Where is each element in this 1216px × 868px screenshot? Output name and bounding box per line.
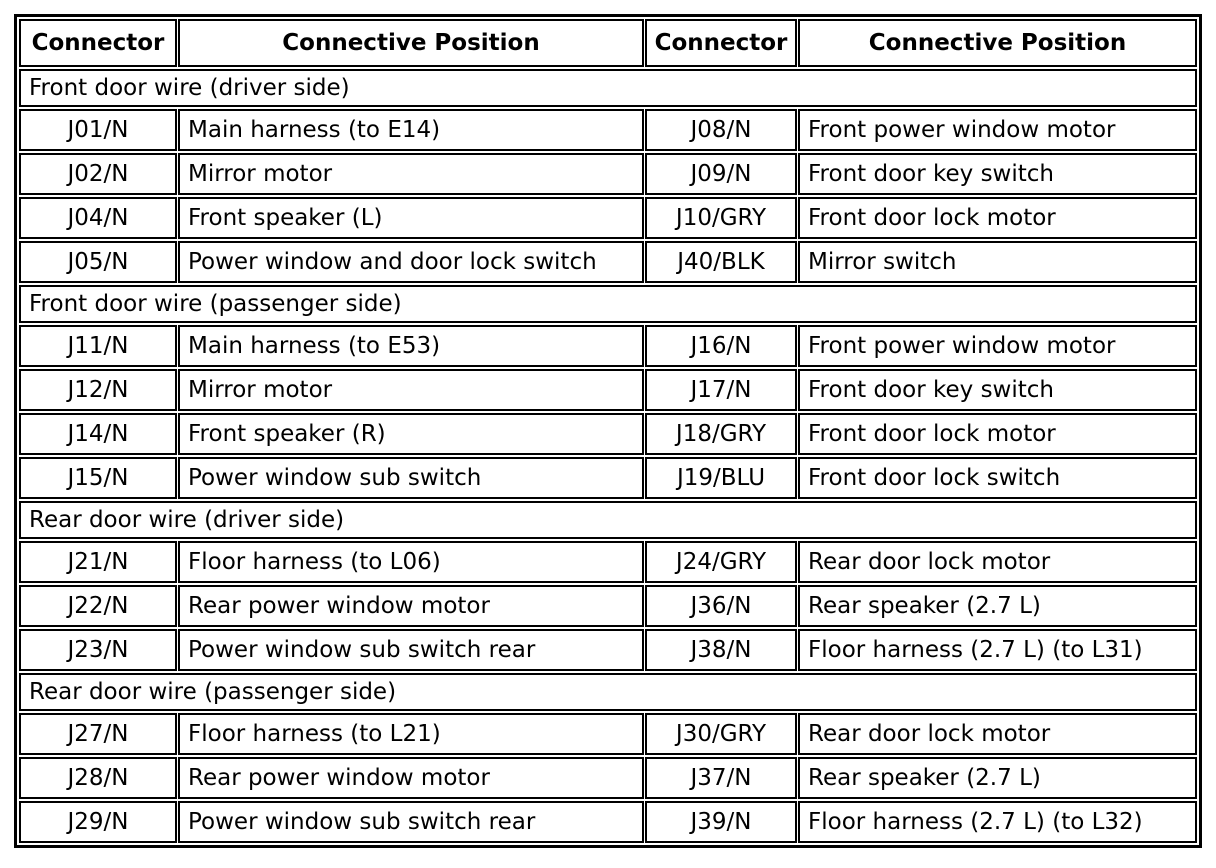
connector-id-left: J21/N <box>19 541 177 583</box>
connector-id-left: J05/N <box>19 241 177 283</box>
connective-position-left: Power window and door lock switch <box>178 241 644 283</box>
connector-id-left: J14/N <box>19 413 177 455</box>
connector-id-right: J16/N <box>645 325 797 367</box>
connective-position-left: Floor harness (to L06) <box>178 541 644 583</box>
connective-position-left: Front speaker (R) <box>178 413 644 455</box>
connector-id-left: J12/N <box>19 369 177 411</box>
connective-position-right: Rear door lock motor <box>798 541 1197 583</box>
connective-position-left: Main harness (to E53) <box>178 325 644 367</box>
connective-position-left: Power window sub switch rear <box>178 629 644 671</box>
section-title: Rear door wire (passenger side) <box>19 673 1197 711</box>
connector-id-left: J23/N <box>19 629 177 671</box>
connector-id-left: J15/N <box>19 457 177 499</box>
connective-position-right: Front door lock switch <box>798 457 1197 499</box>
connector-id-left: J01/N <box>19 109 177 151</box>
connector-id-right: J10/GRY <box>645 197 797 239</box>
connective-position-right: Rear door lock motor <box>798 713 1197 755</box>
connector-id-right: J38/N <box>645 629 797 671</box>
section-title: Rear door wire (driver side) <box>19 501 1197 539</box>
connective-position-right: Mirror switch <box>798 241 1197 283</box>
connector-id-left: J11/N <box>19 325 177 367</box>
connector-id-right: J36/N <box>645 585 797 627</box>
connective-position-left: Main harness (to E14) <box>178 109 644 151</box>
connective-position-right: Rear speaker (2.7 L) <box>798 585 1197 627</box>
connector-id-right: J24/GRY <box>645 541 797 583</box>
connector-id-left: J22/N <box>19 585 177 627</box>
connector-table-frame: Connector Connective Position Connector … <box>14 14 1202 848</box>
connective-position-right: Front door key switch <box>798 153 1197 195</box>
connector-id-left: J02/N <box>19 153 177 195</box>
column-header-position-right: Connective Position <box>798 19 1197 67</box>
table-header-row: Connector Connective Position Connector … <box>19 19 1197 67</box>
connector-id-right: J39/N <box>645 801 797 843</box>
section-header-row: Front door wire (driver side) <box>19 69 1197 107</box>
connector-id-right: J17/N <box>645 369 797 411</box>
connector-id-right: J08/N <box>645 109 797 151</box>
connector-id-right: J40/BLK <box>645 241 797 283</box>
section-header-row: Front door wire (passenger side) <box>19 285 1197 323</box>
connector-id-right: J30/GRY <box>645 713 797 755</box>
connective-position-left: Rear power window motor <box>178 585 644 627</box>
connective-position-right: Floor harness (2.7 L) (to L32) <box>798 801 1197 843</box>
column-header-connector-left: Connector <box>19 19 177 67</box>
connective-position-left: Power window sub switch rear <box>178 801 644 843</box>
connective-position-right: Front door key switch <box>798 369 1197 411</box>
connector-id-left: J27/N <box>19 713 177 755</box>
connective-position-left: Floor harness (to L21) <box>178 713 644 755</box>
connector-id-left: J28/N <box>19 757 177 799</box>
connector-id-right: J37/N <box>645 757 797 799</box>
connective-position-left: Mirror motor <box>178 153 644 195</box>
section-header-row: Rear door wire (passenger side) <box>19 673 1197 711</box>
column-header-connector-right: Connector <box>645 19 797 67</box>
connector-table: Connector Connective Position Connector … <box>18 17 1198 845</box>
connective-position-left: Front speaker (L) <box>178 197 644 239</box>
connector-id-left: J04/N <box>19 197 177 239</box>
connective-position-left: Rear power window motor <box>178 757 644 799</box>
connective-position-right: Floor harness (2.7 L) (to L31) <box>798 629 1197 671</box>
connective-position-right: Front power window motor <box>798 109 1197 151</box>
section-title: Front door wire (passenger side) <box>19 285 1197 323</box>
connective-position-right: Front power window motor <box>798 325 1197 367</box>
section-header-row: Rear door wire (driver side) <box>19 501 1197 539</box>
connective-position-left: Mirror motor <box>178 369 644 411</box>
connective-position-right: Front door lock motor <box>798 413 1197 455</box>
connective-position-left: Power window sub switch <box>178 457 644 499</box>
section-title: Front door wire (driver side) <box>19 69 1197 107</box>
column-header-position-left: Connective Position <box>178 19 644 67</box>
connective-position-right: Rear speaker (2.7 L) <box>798 757 1197 799</box>
connector-id-right: J09/N <box>645 153 797 195</box>
connector-id-left: J29/N <box>19 801 177 843</box>
connector-id-right: J19/BLU <box>645 457 797 499</box>
connector-id-right: J18/GRY <box>645 413 797 455</box>
connective-position-right: Front door lock motor <box>798 197 1197 239</box>
